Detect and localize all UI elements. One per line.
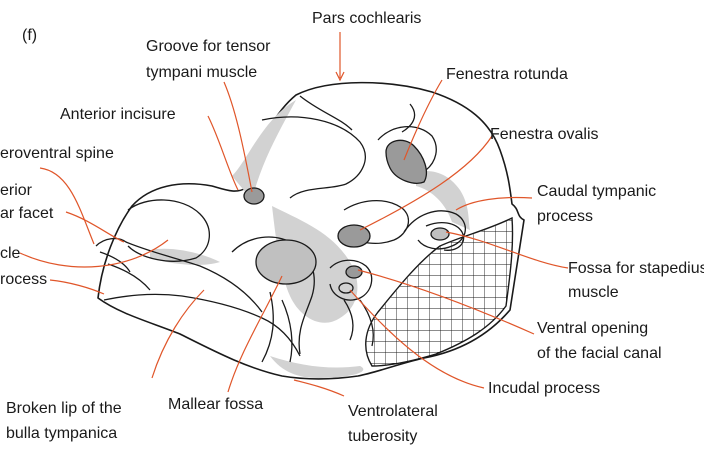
panel-label: (f) xyxy=(22,27,37,44)
label-broken-lip-line1: Broken lip of the xyxy=(6,400,122,417)
label-ventrolateral-line2: tuberosity xyxy=(348,428,417,445)
label-fossa-stapedius-line1: Fossa for stapedius xyxy=(568,260,704,277)
label-pars-cochlearis: Pars cochlearis xyxy=(312,10,421,27)
label-ventral-opening-line2: of the facial canal xyxy=(537,345,662,362)
tensor-groove-shape xyxy=(244,188,264,204)
label-broken-lip-line2: bulla tympanica xyxy=(6,425,117,442)
facial-canal-opening-shape xyxy=(346,266,362,278)
label-anterior-incisure: Anterior incisure xyxy=(60,106,176,123)
leader-anterior-incisure xyxy=(208,116,238,190)
label-groove-tensor-line2: tympani muscle xyxy=(146,64,257,81)
label-fenestra-rotunda: Fenestra rotunda xyxy=(446,66,568,83)
label-groove-tensor-line1: Groove for tensor xyxy=(146,38,271,55)
mallear-fossa-shape xyxy=(256,240,316,284)
stapedius-fossa-shape xyxy=(431,228,449,240)
label-incudal-process: Incudal process xyxy=(488,380,600,397)
label-caudal-tympanic-line1: Caudal tympanic xyxy=(537,183,656,200)
label-anterior-facet-line1: erior xyxy=(0,182,33,199)
label-fenestra-ovalis: Fenestra ovalis xyxy=(490,126,599,143)
label-fossa-stapedius-line2: muscle xyxy=(568,284,619,301)
label-process-left: rocess xyxy=(0,271,47,288)
label-anteroventral-spine: eroventral spine xyxy=(0,145,114,162)
label-caudal-tympanic-line2: process xyxy=(537,208,593,225)
leader-process-left xyxy=(50,280,104,294)
fenestra-ovalis-shape xyxy=(338,225,370,247)
label-ventral-opening-line1: Ventral opening xyxy=(537,320,648,337)
leader-anterior-facet xyxy=(66,212,124,242)
bone-drawing xyxy=(96,83,524,379)
leader-ventrolateral xyxy=(294,380,344,396)
label-ventrolateral-line1: Ventrolateral xyxy=(348,403,438,420)
label-anterior-facet-line2: ar facet xyxy=(0,205,54,222)
label-muscle-left: cle xyxy=(0,245,21,262)
label-mallear-fossa: Mallear fossa xyxy=(168,396,263,413)
